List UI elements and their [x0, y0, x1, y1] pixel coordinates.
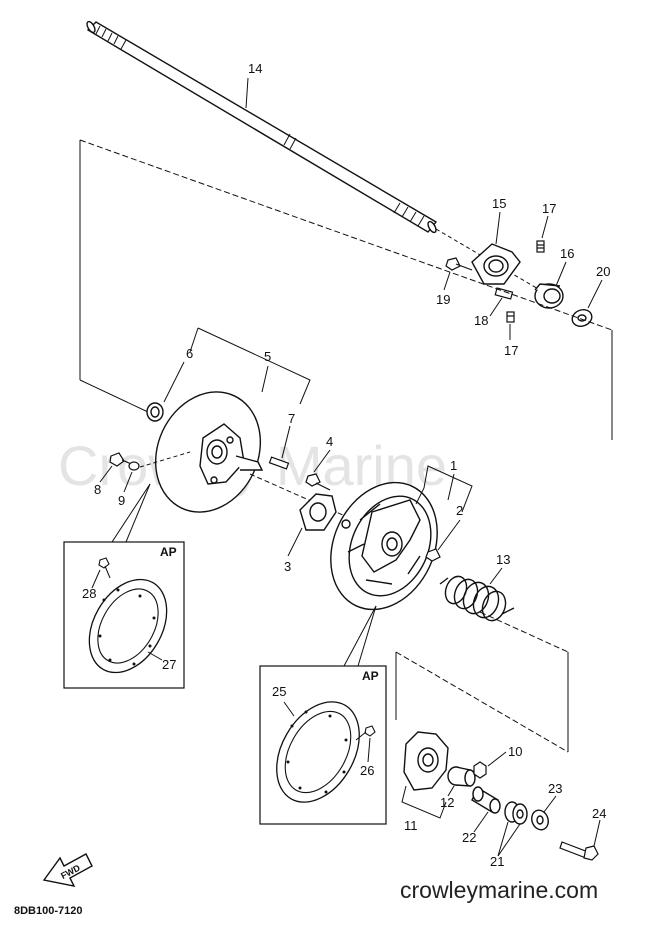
- callout-8: 8: [94, 482, 101, 497]
- bearing-16: [534, 283, 564, 309]
- washer-9: [128, 461, 140, 471]
- bushing-12: [447, 766, 476, 787]
- leader-5: [261, 365, 269, 393]
- stud-7: [268, 456, 290, 470]
- callout-14: 14: [248, 61, 262, 76]
- gasket-3: [299, 493, 337, 531]
- bolt-18: [494, 287, 514, 300]
- leader-12: [447, 785, 455, 797]
- bolt-4: [305, 473, 331, 491]
- callout-18: 18: [474, 313, 488, 328]
- callout-6: 6: [186, 346, 193, 361]
- spring-13: [439, 575, 515, 622]
- callout-3: 3: [284, 559, 291, 574]
- callout-17-lower: 17: [504, 343, 518, 358]
- leader-1: [447, 473, 455, 501]
- assembly-line-center: [249, 473, 441, 559]
- leader-3: [287, 527, 303, 557]
- leader-17-upper: [541, 215, 549, 239]
- shaft: [86, 20, 438, 234]
- ap-inset-right: [259, 605, 387, 825]
- ap-label-right: AP: [362, 669, 379, 683]
- leader-21a: [497, 821, 509, 857]
- callout-23: 23: [548, 781, 562, 796]
- callout-5: 5: [264, 349, 271, 364]
- callout-bracket-1: [415, 465, 473, 513]
- leader-8: [99, 465, 113, 483]
- leader-18: [489, 297, 503, 317]
- leader-15: [495, 211, 501, 245]
- leader-19: [443, 271, 451, 291]
- cam-11: [403, 731, 449, 791]
- callout-bracket-5: [189, 327, 311, 405]
- bushing-6: [146, 402, 164, 422]
- leader-22: [473, 811, 489, 833]
- callout-16: 16: [560, 246, 574, 261]
- assembly-line-bolt: [139, 451, 191, 468]
- callout-19: 19: [436, 292, 450, 307]
- callout-13: 13: [496, 552, 510, 567]
- leader-9: [123, 471, 133, 493]
- leader-7: [281, 425, 291, 459]
- bearing-housing: [471, 243, 521, 285]
- callout-22: 22: [462, 830, 476, 845]
- ap-label-left: AP: [160, 545, 177, 559]
- cam-frame: [395, 611, 569, 753]
- callout-bracket-11: [401, 785, 447, 819]
- callout-7: 7: [288, 411, 295, 426]
- assembly-frame: [79, 139, 613, 440]
- leader-10: [487, 751, 507, 767]
- callout-12: 12: [440, 795, 454, 810]
- diagram-code: 8DB100-7120: [14, 905, 83, 917]
- leader-14: [245, 77, 249, 109]
- set-screw-17-upper: [536, 240, 545, 253]
- collar-22: [471, 786, 501, 814]
- leader-13: [489, 567, 503, 585]
- leader-2: [437, 519, 461, 551]
- callout-25: 25: [272, 684, 286, 699]
- leader-21b: [497, 823, 521, 857]
- callout-20: 20: [596, 264, 610, 279]
- leader-24: [593, 819, 601, 847]
- ap-inset-left: [63, 483, 185, 689]
- movable-sheave: [330, 481, 438, 611]
- callout-27: 27: [162, 657, 176, 672]
- leader-20: [587, 279, 603, 309]
- bolt-2: [425, 548, 441, 562]
- callout-2: 2: [456, 503, 463, 518]
- callout-1: 1: [450, 458, 457, 473]
- leader-4: [313, 449, 331, 473]
- site-url[interactable]: crowleymarine.com: [400, 877, 599, 903]
- leader-6: [163, 361, 185, 403]
- fwd-arrow-icon: FWD: [42, 853, 93, 887]
- callout-11: 11: [404, 818, 418, 833]
- callout-9: 9: [118, 493, 125, 508]
- set-screw-17-lower: [506, 311, 515, 323]
- leader-16: [555, 261, 567, 287]
- callout-24: 24: [592, 806, 606, 821]
- fixed-sheave: [154, 391, 264, 513]
- bolt-24: [559, 841, 599, 861]
- callout-17-upper: 17: [542, 201, 556, 216]
- nut-10: [473, 761, 487, 779]
- washers-21: [504, 801, 528, 825]
- callout-21: 21: [490, 854, 504, 869]
- callout-15: 15: [492, 196, 506, 211]
- washer-23: [531, 809, 549, 831]
- callout-4: 4: [326, 434, 333, 449]
- callout-10: 10: [508, 744, 522, 759]
- callout-28: 28: [82, 586, 96, 601]
- leader-23: [543, 795, 557, 813]
- assembly-line-shaft: [435, 228, 541, 291]
- callout-26: 26: [360, 763, 374, 778]
- washer-20: [571, 309, 593, 327]
- flange-bolt-19: [445, 257, 473, 271]
- bolt-8: [109, 452, 137, 467]
